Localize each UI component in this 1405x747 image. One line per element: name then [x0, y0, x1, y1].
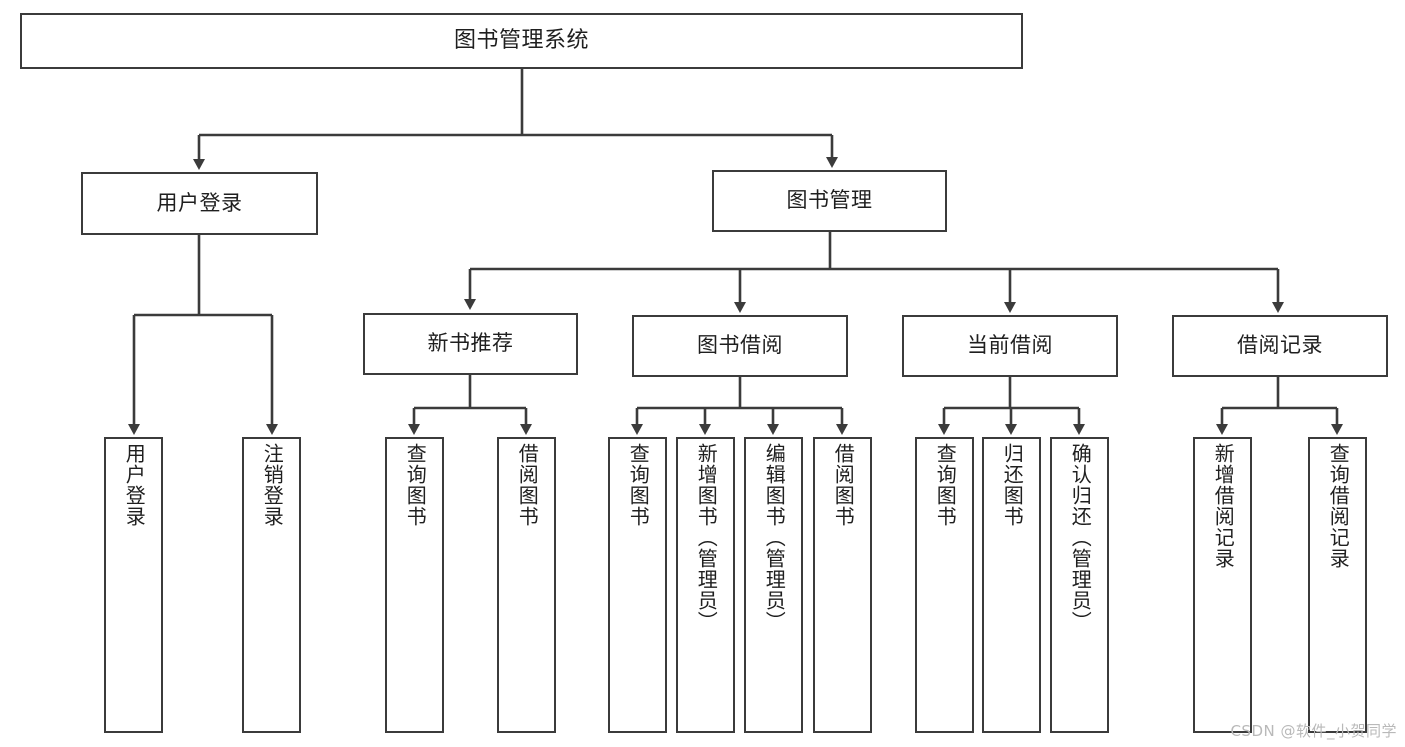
- node-label: 用户登录: [122, 443, 147, 527]
- node-label: 新增图书（管理员）: [694, 443, 719, 632]
- node-label: 归还图书: [1000, 443, 1025, 527]
- leaf-borrow-book-1[interactable]: 借阅图书: [497, 437, 556, 733]
- node-label: 查询图书: [403, 443, 428, 527]
- node-label: 注销登录: [260, 443, 285, 527]
- node-label: 新增借阅记录: [1211, 443, 1236, 569]
- node-label: 借阅图书: [515, 443, 540, 527]
- node-label: 查询图书: [933, 443, 958, 527]
- leaf-query-book-3[interactable]: 查询图书: [915, 437, 974, 733]
- leaf-query-book-1[interactable]: 查询图书: [385, 437, 444, 733]
- node-root-system[interactable]: 图书管理系统: [20, 13, 1023, 69]
- node-label: 图书管理: [786, 188, 873, 213]
- leaf-confirm-return[interactable]: 确认归还（管理员）: [1050, 437, 1109, 733]
- node-label: 借阅图书: [831, 443, 856, 527]
- leaf-query-book-2[interactable]: 查询图书: [608, 437, 667, 733]
- node-label: 查询借阅记录: [1326, 443, 1351, 569]
- node-book-borrow[interactable]: 图书借阅: [632, 315, 848, 377]
- node-label: 编辑图书（管理员）: [762, 443, 787, 632]
- leaf-return-book[interactable]: 归还图书: [982, 437, 1041, 733]
- leaf-edit-book[interactable]: 编辑图书（管理员）: [744, 437, 803, 733]
- leaf-borrow-book-2[interactable]: 借阅图书: [813, 437, 872, 733]
- node-label: 图书借阅: [697, 333, 783, 358]
- node-book-management[interactable]: 图书管理: [712, 170, 947, 232]
- node-label: 用户登录: [156, 190, 243, 215]
- node-user-login[interactable]: 用户登录: [81, 172, 318, 235]
- node-current-borrow[interactable]: 当前借阅: [902, 315, 1118, 377]
- leaf-add-record[interactable]: 新增借阅记录: [1193, 437, 1252, 733]
- node-borrow-record[interactable]: 借阅记录: [1172, 315, 1388, 377]
- node-label: 确认归还（管理员）: [1068, 443, 1093, 632]
- node-label: 当前借阅: [967, 333, 1053, 358]
- leaf-logout[interactable]: 注销登录: [242, 437, 301, 733]
- node-label: 新书推荐: [427, 331, 514, 356]
- node-label: 图书管理系统: [453, 27, 589, 53]
- watermark-text: CSDN @软件_小贺同学: [1230, 722, 1397, 740]
- leaf-add-book[interactable]: 新增图书（管理员）: [676, 437, 735, 733]
- leaf-query-record[interactable]: 查询借阅记录: [1308, 437, 1367, 733]
- leaf-user-login[interactable]: 用户登录: [104, 437, 163, 733]
- node-new-book-recommend[interactable]: 新书推荐: [363, 313, 578, 375]
- node-label: 借阅记录: [1237, 333, 1323, 358]
- node-label: 查询图书: [626, 443, 651, 527]
